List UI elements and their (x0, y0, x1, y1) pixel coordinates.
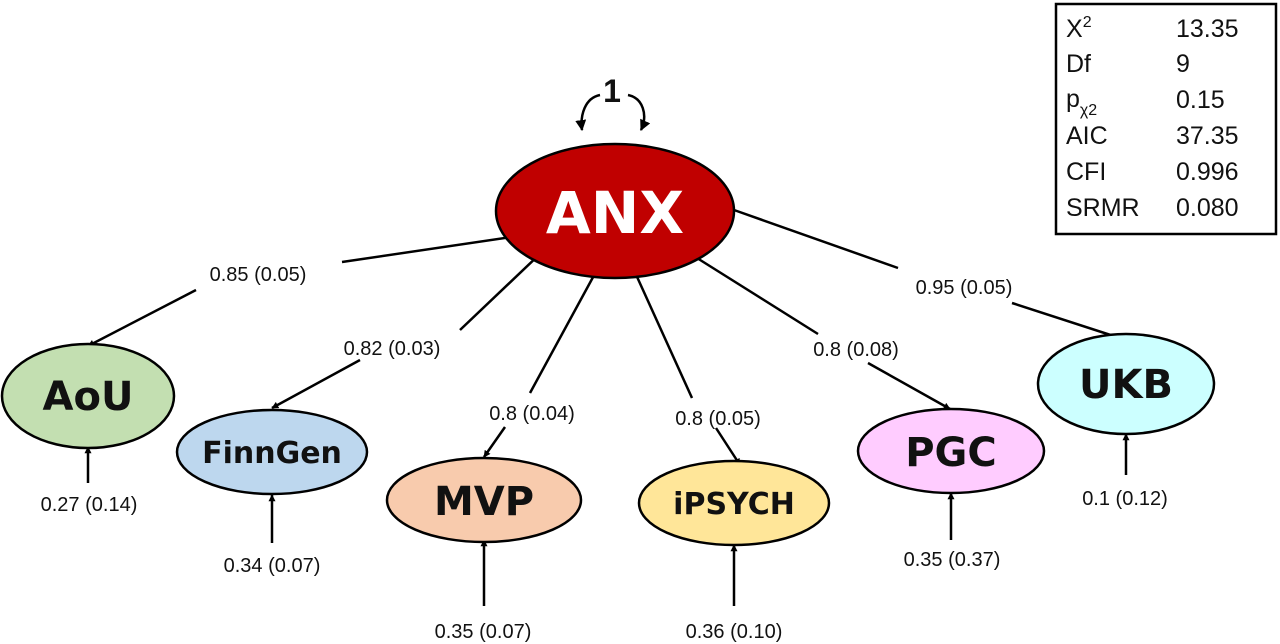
residual-label: 0.35 (0.07) (435, 621, 532, 643)
loading-path-mvp (482, 426, 507, 458)
indicator-ellipse (175, 408, 369, 496)
loading-path-mvp (528, 267, 600, 394)
latent-node-label: ANX (546, 179, 684, 247)
residual-arrows (84, 433, 1130, 606)
loading-path-aou (341, 234, 519, 264)
residual-label: 0.1 (0.12) (1082, 488, 1168, 510)
loading-paths (87, 208, 1127, 466)
residual-label: 0.34 (0.07) (224, 555, 321, 577)
loading-path-pgc (867, 361, 951, 411)
loading-label: 0.85 (0.05) (210, 264, 307, 286)
variance-arrow (627, 93, 651, 131)
loading-label: 0.8 (0.08) (813, 339, 899, 361)
latent-node-anx (494, 142, 736, 280)
indicator-label: UKB (1079, 362, 1173, 408)
variance-label: 1 (603, 73, 621, 109)
fit-stat-name: X2 (1066, 14, 1092, 43)
fit-stat-name: pχ2 (1066, 85, 1097, 119)
fit-stat-value: 37.35 (1176, 122, 1239, 150)
fit-stat-value: 0.080 (1176, 194, 1239, 222)
residual-label: 0.27 (0.14) (41, 494, 138, 516)
loading-path-aou (87, 288, 197, 348)
loading-path-pgc (696, 256, 819, 336)
fit-stat-name: CFI (1066, 158, 1106, 186)
indicator-ellipse (637, 459, 831, 547)
fit-stat-value: 0.996 (1176, 158, 1239, 186)
fit-stat-value: 0.15 (1176, 86, 1225, 114)
loading-label: 0.82 (0.03) (344, 338, 441, 360)
loading-path-finngen (459, 251, 543, 331)
residual-label: 0.35 (0.37) (904, 549, 1001, 571)
fit-stat-name: AIC (1066, 122, 1108, 150)
fit-stat-value: 13.35 (1176, 15, 1239, 43)
loading-path-ukb (733, 208, 899, 270)
indicator-ellipse (1036, 332, 1216, 436)
loading-label: 0.8 (0.05) (675, 408, 761, 430)
indicator-label: MVP (434, 479, 534, 525)
fit-box-border (1054, 2, 1278, 236)
indicator-ellipse (856, 407, 1046, 495)
indicator-ellipse (385, 456, 583, 544)
indicator-label: FinnGen (202, 436, 342, 471)
indicator-node-finngen: FinnGen (175, 408, 369, 496)
residual-label: 0.36 (0.10) (686, 621, 783, 643)
fit-stat-name: SRMR (1066, 194, 1140, 222)
loading-label: 0.8 (0.04) (489, 403, 575, 425)
loading-label: 0.95 (0.05) (916, 277, 1013, 299)
loading-path-finngen (271, 358, 361, 410)
indicator-node-ipsych: iPSYCH (637, 459, 831, 547)
indicator-label: AoU (43, 374, 134, 420)
indicator-node-aou: AoU (0, 342, 176, 450)
fit-stat-name: Df (1066, 50, 1091, 78)
loading-path-ipsych (631, 267, 694, 399)
indicator-ellipse (0, 342, 176, 450)
indicator-node-ukb: UKB (1036, 332, 1216, 436)
variance-arrow (575, 93, 601, 132)
fit-stat-value: 9 (1176, 50, 1190, 78)
indicator-label: iPSYCH (673, 487, 795, 522)
fit-statistics-box: X2 13.35 Df 9 pχ2 0.15 AIC 37.35 CFI 0.9… (1054, 2, 1278, 236)
loading-path-ipsych (714, 427, 742, 466)
indicator-node-mvp: MVP (385, 456, 583, 544)
indicator-label: PGC (905, 430, 997, 476)
indicator-node-pgc: PGC (856, 407, 1046, 495)
